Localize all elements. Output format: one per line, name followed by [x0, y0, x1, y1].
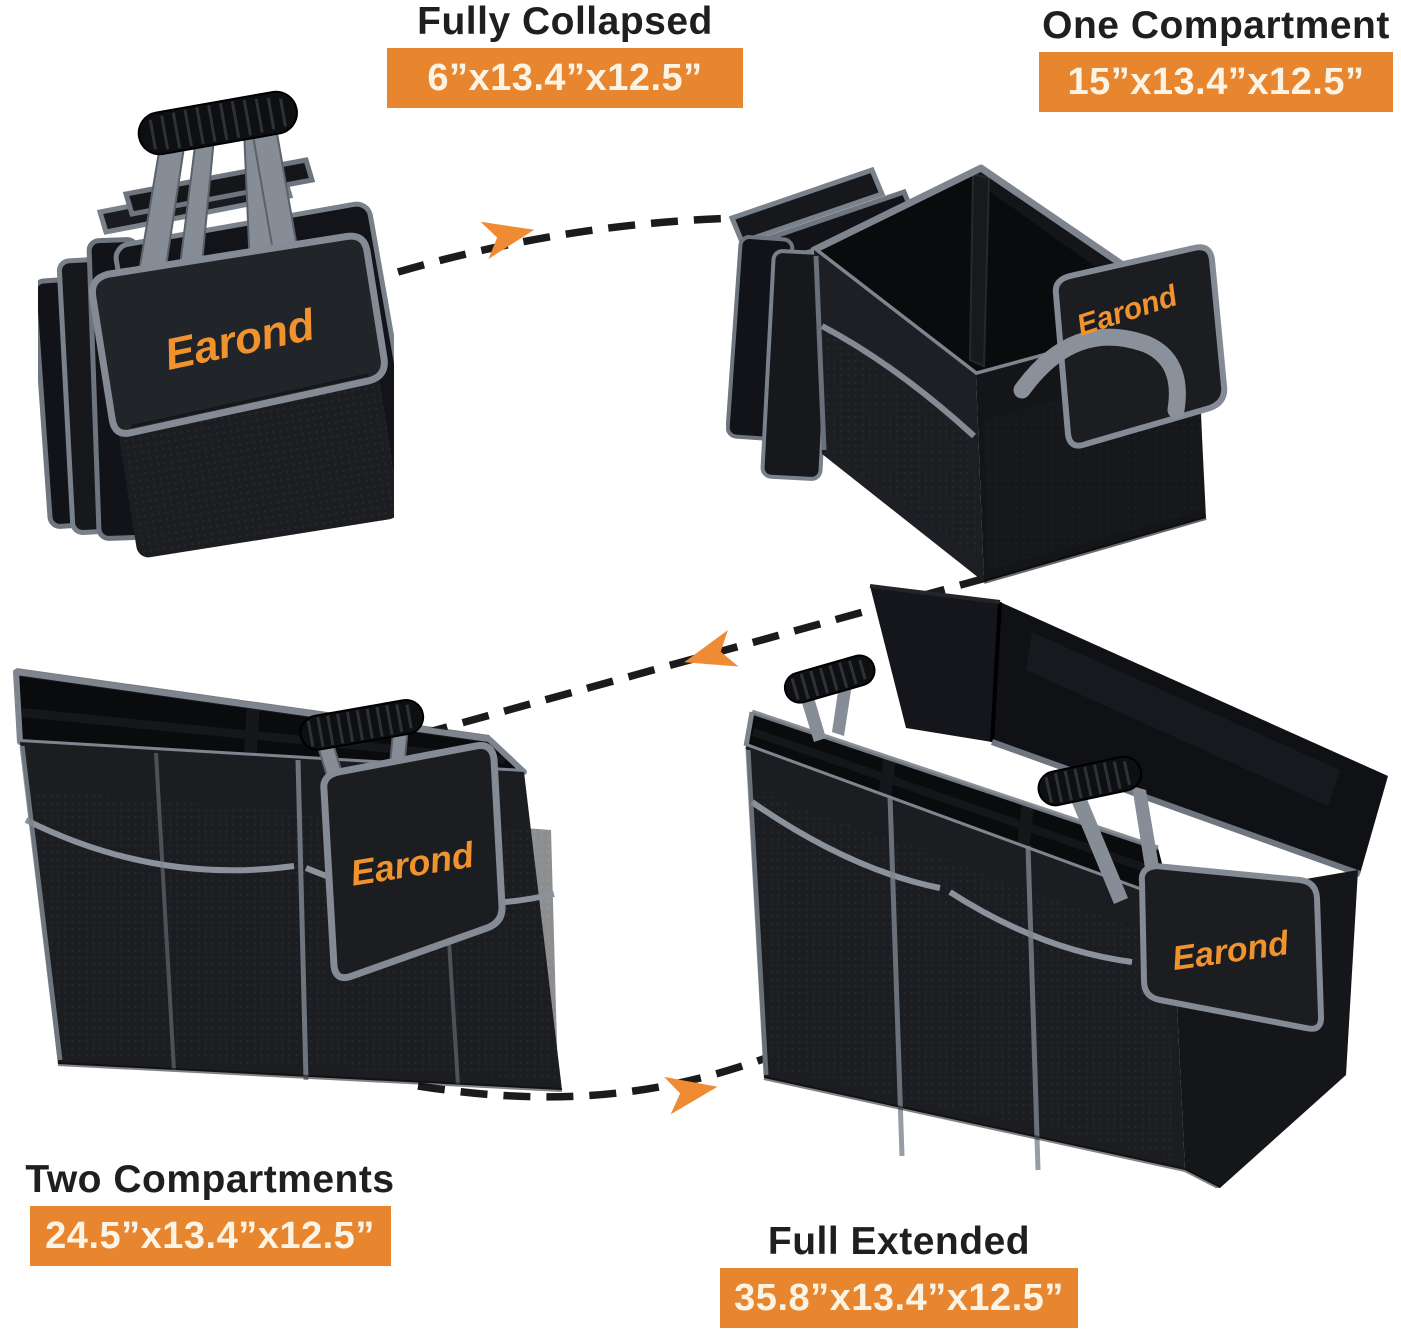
dimensions-badge: 6”x13.4”x12.5”	[387, 48, 743, 108]
arrow-collapsed-to-one	[396, 214, 743, 276]
side-flap	[1138, 862, 1325, 1032]
front-panel: Earond	[88, 232, 394, 558]
dimensions-badge: 24.5”x13.4”x12.5”	[29, 1206, 391, 1266]
divider-wall	[21, 708, 506, 764]
mesh-pocket	[824, 328, 978, 560]
side-flap	[320, 742, 506, 982]
stage-label-fully-collapsed: Fully Collapsed 6”x13.4”x12.5”	[350, 0, 780, 108]
product-photo-fully-collapsed: Earond	[38, 90, 394, 558]
dimensions-badge: 35.8”x13.4”x12.5”	[720, 1268, 1078, 1328]
carry-handle	[783, 654, 876, 742]
lid	[869, 584, 1388, 877]
front-flap	[88, 232, 388, 437]
divider-wall	[1017, 802, 1034, 850]
divider-wall	[968, 172, 991, 368]
carry-handle	[137, 90, 298, 156]
carry-handle	[1037, 755, 1164, 904]
product-photo-two-compartments: Earond	[13, 668, 563, 1092]
stage-label-one-compartment: One Compartment 15”x13.4”x12.5”	[1026, 4, 1401, 112]
divider-wall	[878, 756, 896, 802]
stage-title: Full Extended	[767, 1220, 1031, 1263]
divider-wall	[752, 728, 1164, 878]
handle-strap	[1013, 328, 1186, 419]
arrow-head-icon	[678, 629, 739, 681]
arrow-head-icon	[664, 1068, 721, 1115]
stage-title: One Compartment	[1042, 4, 1390, 47]
product-photo-full-extended: Earond	[743, 584, 1388, 1188]
divider-wall	[244, 702, 260, 760]
product-photo-one-compartment: Earond	[726, 164, 1228, 584]
stage-label-full-extended: Full Extended 35.8”x13.4”x12.5”	[706, 1220, 1092, 1328]
stage-title: Fully Collapsed	[417, 0, 713, 43]
mesh-pocket	[754, 790, 1176, 1158]
dimensions-badge: 15”x13.4”x12.5”	[1039, 52, 1393, 112]
stage-title: Two Compartments	[25, 1158, 395, 1201]
stage-label-two-compartments: Two Compartments 24.5”x13.4”x12.5”	[20, 1158, 400, 1266]
